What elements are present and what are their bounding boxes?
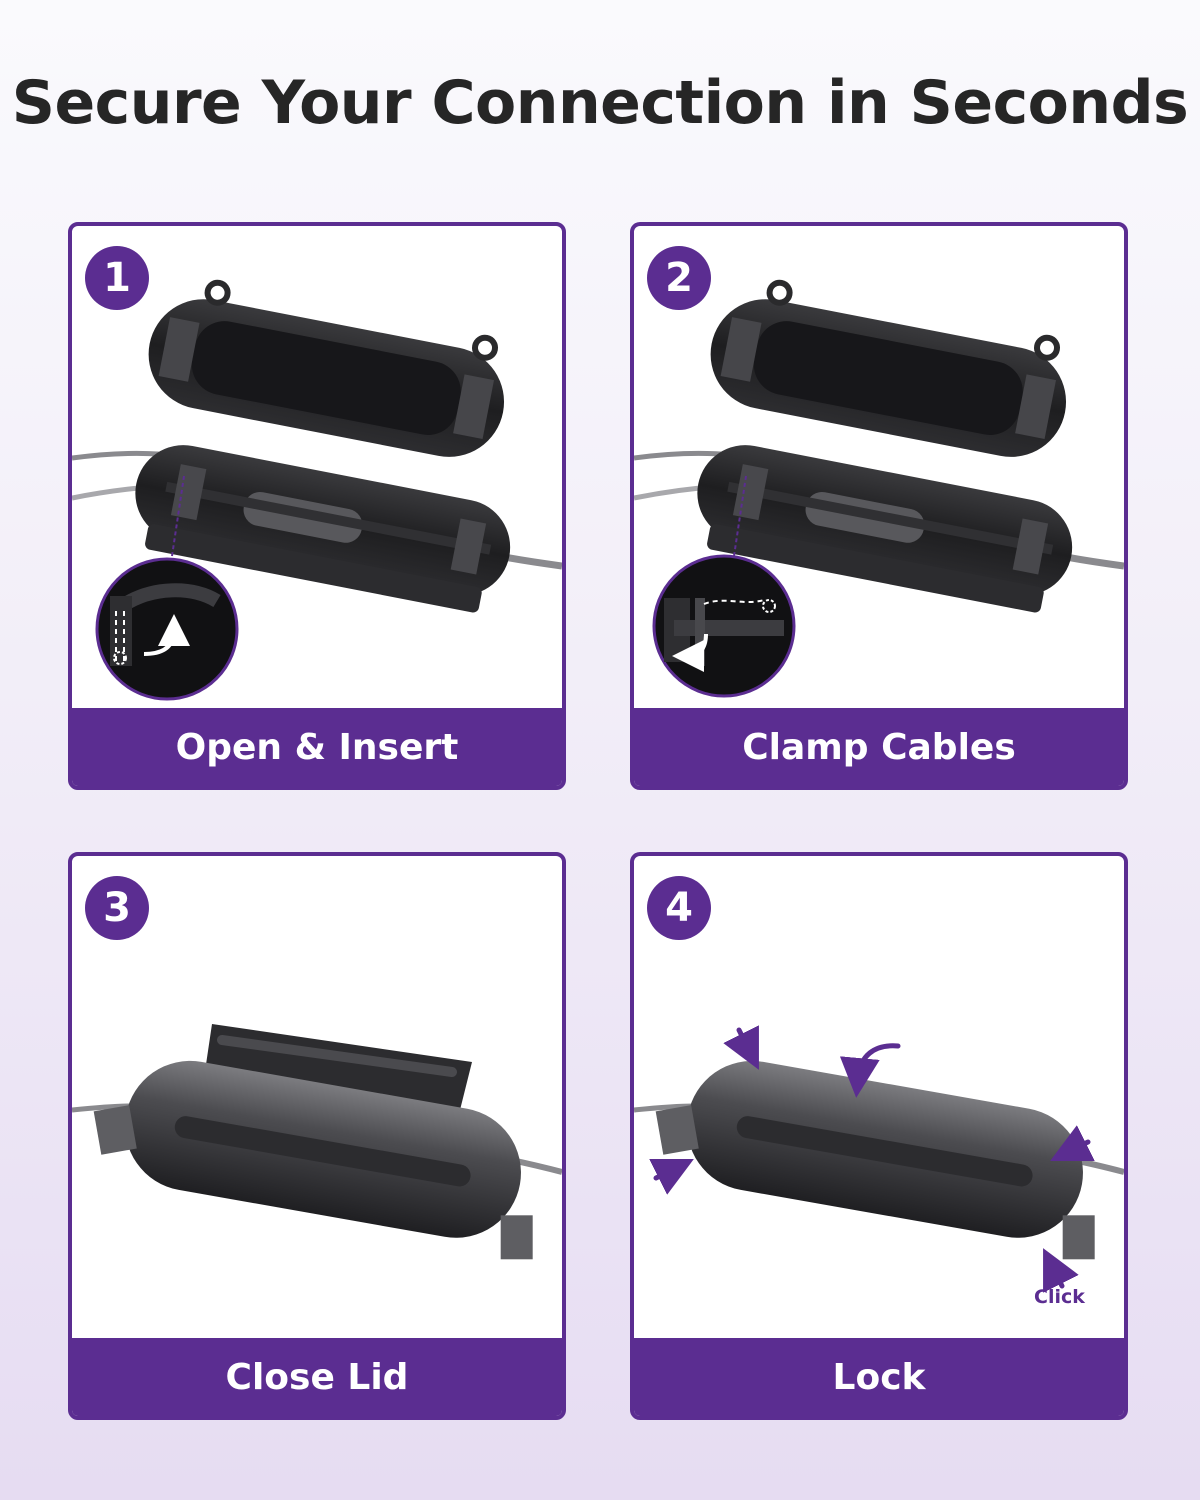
closed-housing-body bbox=[655, 1060, 1095, 1260]
step-number-badge: 1 bbox=[85, 246, 149, 310]
lock-arrow-icons bbox=[649, 1025, 1095, 1293]
step-caption: Close Lid bbox=[72, 1338, 562, 1416]
click-callout: Click bbox=[1034, 1286, 1085, 1308]
housing-lid bbox=[710, 279, 1067, 457]
housing-lid bbox=[148, 279, 505, 457]
closing-lid-illustration bbox=[72, 1024, 562, 1260]
housing-base bbox=[135, 445, 511, 613]
step-number-badge: 3 bbox=[85, 876, 149, 940]
open-lid bbox=[204, 1024, 472, 1118]
open-housing-illustration bbox=[72, 279, 562, 701]
housing-base bbox=[697, 445, 1073, 613]
step-card-1: 1 Open & Insert bbox=[68, 222, 566, 790]
clamp-inset bbox=[95, 557, 239, 701]
clamped-housing-illustration bbox=[634, 279, 1124, 698]
step-number-badge: 4 bbox=[647, 876, 711, 940]
step-number-badge: 2 bbox=[647, 246, 711, 310]
step-caption: Lock bbox=[634, 1338, 1124, 1416]
step-card-2: 2 Clamp Cables bbox=[630, 222, 1128, 790]
locked-housing-illustration bbox=[634, 1025, 1124, 1293]
step-caption: Open & Insert bbox=[72, 708, 562, 786]
step-card-4: Click 4 Lock bbox=[630, 852, 1128, 1420]
page-headline: Secure Your Connection in Seconds bbox=[11, 68, 1189, 138]
step-card-3: 3 Close Lid bbox=[68, 852, 566, 1420]
clamp-inset bbox=[652, 554, 796, 698]
closed-housing-body bbox=[93, 1060, 533, 1260]
step-caption: Clamp Cables bbox=[634, 708, 1124, 786]
